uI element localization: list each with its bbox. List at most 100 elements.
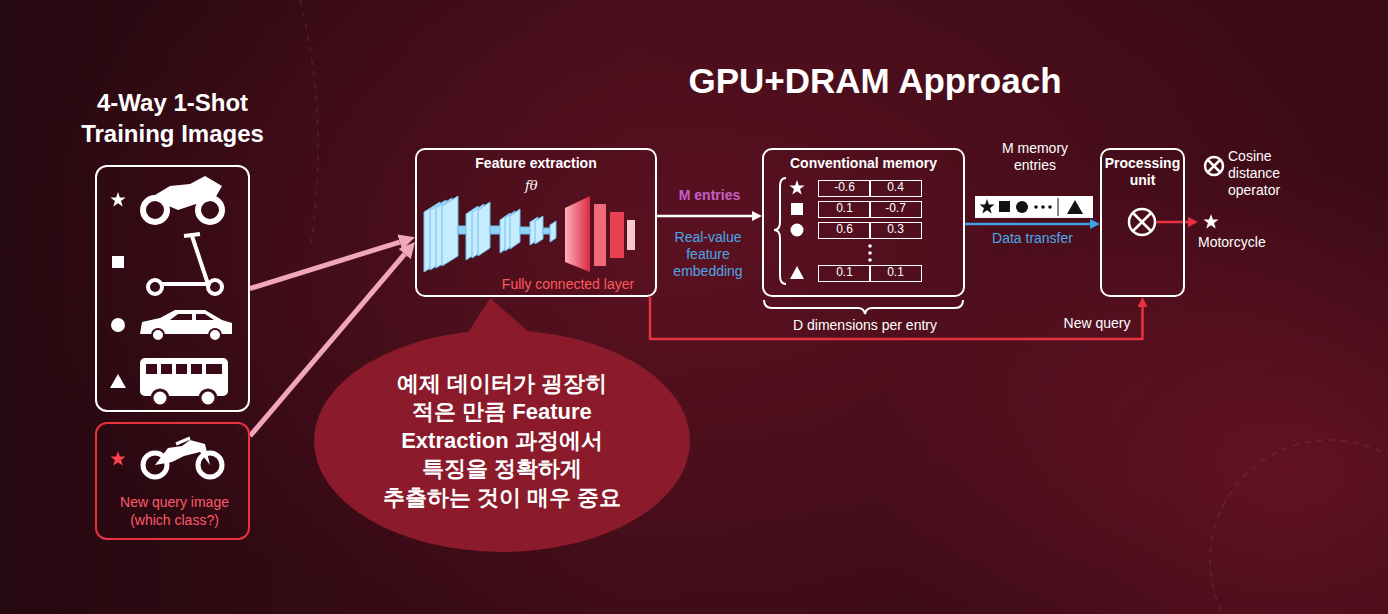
bus-icon (161, 364, 172, 374)
scooter-icon (148, 280, 162, 294)
bus-icon (191, 364, 202, 374)
box-title: Feature extraction (419, 155, 653, 172)
scooter-icon (148, 234, 222, 294)
result-arrow (1203, 214, 1218, 228)
query-motorcycle-icon (176, 438, 190, 444)
ellipsis-dots (868, 251, 872, 255)
memory-entry-strip (999, 201, 1010, 212)
cnn-illustration (610, 212, 624, 258)
class-symbols (110, 192, 125, 206)
training-images-box: 4-Way 1-Shot Training Images (95, 165, 250, 412)
ellipsis-dots (868, 244, 872, 262)
table-cell: 0.1 (818, 265, 871, 282)
cnn-illustration (550, 221, 556, 242)
motorcycle-icon (143, 176, 222, 222)
processing-unit-box: Processing unit (1100, 148, 1185, 297)
cosine-operator-symbol (1205, 157, 1223, 175)
box-caption: New query image (which class?) (101, 494, 248, 529)
car-icon (140, 310, 232, 341)
query-motorcycle-icon (155, 440, 210, 465)
decorative-arcs (1210, 440, 1388, 614)
class-symbols (110, 451, 125, 465)
car-icon (152, 329, 164, 341)
bus-icon (200, 390, 216, 406)
box-heading: 4-Way 1-Shot Training Images (55, 87, 290, 149)
embedding-arrow (657, 215, 752, 218)
cnn-illustration (535, 216, 543, 244)
embedding-label: Real-value feature embedding (660, 229, 756, 279)
dimension-label: D dimensions per entry (765, 317, 965, 334)
memory-entry-strip (1034, 205, 1038, 209)
cnn-illustration (565, 196, 590, 272)
memory-entry-strip (1048, 205, 1052, 209)
function-symbol: fθ (525, 178, 555, 194)
class-symbols (111, 318, 125, 332)
memory-entry-strip (1058, 198, 1059, 216)
box-title: Processing unit (1102, 155, 1183, 189)
data-transfer-arrow (965, 223, 1090, 226)
cnn-illustration (594, 204, 606, 266)
table-cell: 0.4 (869, 180, 922, 197)
decorative-arcs (300, 0, 1388, 614)
class-symbols (110, 192, 126, 465)
bus-icon (206, 364, 222, 374)
cosine-operator-symbol (1129, 209, 1155, 235)
cnn-illustration (627, 220, 635, 250)
table-cell: -0.6 (818, 180, 871, 197)
cnn-illustration (478, 202, 490, 256)
scooter-icon (160, 236, 208, 284)
ellipsis-dots (868, 244, 872, 248)
cosine-operator-symbol (1208, 160, 1220, 172)
diagram-title: GPU+DRAM Approach (560, 60, 1190, 102)
scooter-icon (184, 234, 200, 236)
table-cell: 0.6 (818, 222, 871, 239)
table-cell: -0.7 (869, 201, 922, 218)
result-label: Motorcycle (1198, 234, 1293, 251)
query-motorcycle-icon (143, 438, 222, 477)
query-path-arrow (650, 297, 1143, 339)
motorcycle-icon (150, 176, 222, 210)
operator-label: Cosine distance operator (1228, 148, 1312, 198)
layer-label: Fully connected layer (483, 276, 653, 293)
cosine-operator-symbol (1133, 213, 1151, 231)
car-icon (170, 314, 192, 320)
curly-brace (774, 178, 786, 284)
decorative-arcs (300, 0, 318, 250)
cnn-illustration (424, 196, 635, 272)
memory-entries-label: M memory entries (990, 140, 1080, 174)
box-title: Conventional memory (766, 155, 961, 172)
scooter-icon (208, 280, 222, 294)
memory-row-symbols (791, 203, 803, 215)
class-symbols (112, 256, 124, 268)
memory-row-symbols (790, 266, 804, 279)
callout-text: 예제 데이터가 굉장히 적은 만큼 Feature Extraction 과정에… (377, 370, 627, 513)
bus-icon (146, 364, 157, 374)
car-icon (209, 329, 221, 341)
memory-entry-strip (979, 199, 994, 213)
bus-icon (152, 390, 168, 406)
edge-label: M entries (660, 187, 760, 204)
bus-icon (140, 358, 228, 396)
input-arrow (250, 242, 400, 288)
edge-label: Data transfer (968, 230, 1098, 247)
result-arrow (1156, 214, 1219, 228)
speech-bubble-body (314, 330, 690, 552)
ellipsis-dots (868, 258, 872, 262)
table-cell: 0.1 (818, 201, 871, 218)
memory-row-symbols (789, 180, 804, 194)
cnn-illustration (510, 209, 520, 249)
result-arrow (1188, 217, 1198, 227)
query-image-box: New query image (which class?) (95, 422, 250, 540)
memory-row-symbols (789, 180, 804, 279)
callout-bubble: 예제 데이터가 굉장히 적은 만큼 Feature Extraction 과정에… (314, 330, 690, 552)
table-cell: 0.3 (869, 222, 922, 239)
memory-entry-strip (1041, 205, 1045, 209)
memory-entry-strip (1016, 201, 1028, 213)
dimension-bracket (764, 300, 963, 314)
bus-icon (176, 364, 187, 374)
memory-entry-strip (1067, 200, 1083, 214)
feature-extraction-box: Feature extraction fθFully connected laye… (415, 148, 657, 297)
memory-row-symbols (791, 224, 804, 237)
cnn-illustration (442, 196, 458, 266)
